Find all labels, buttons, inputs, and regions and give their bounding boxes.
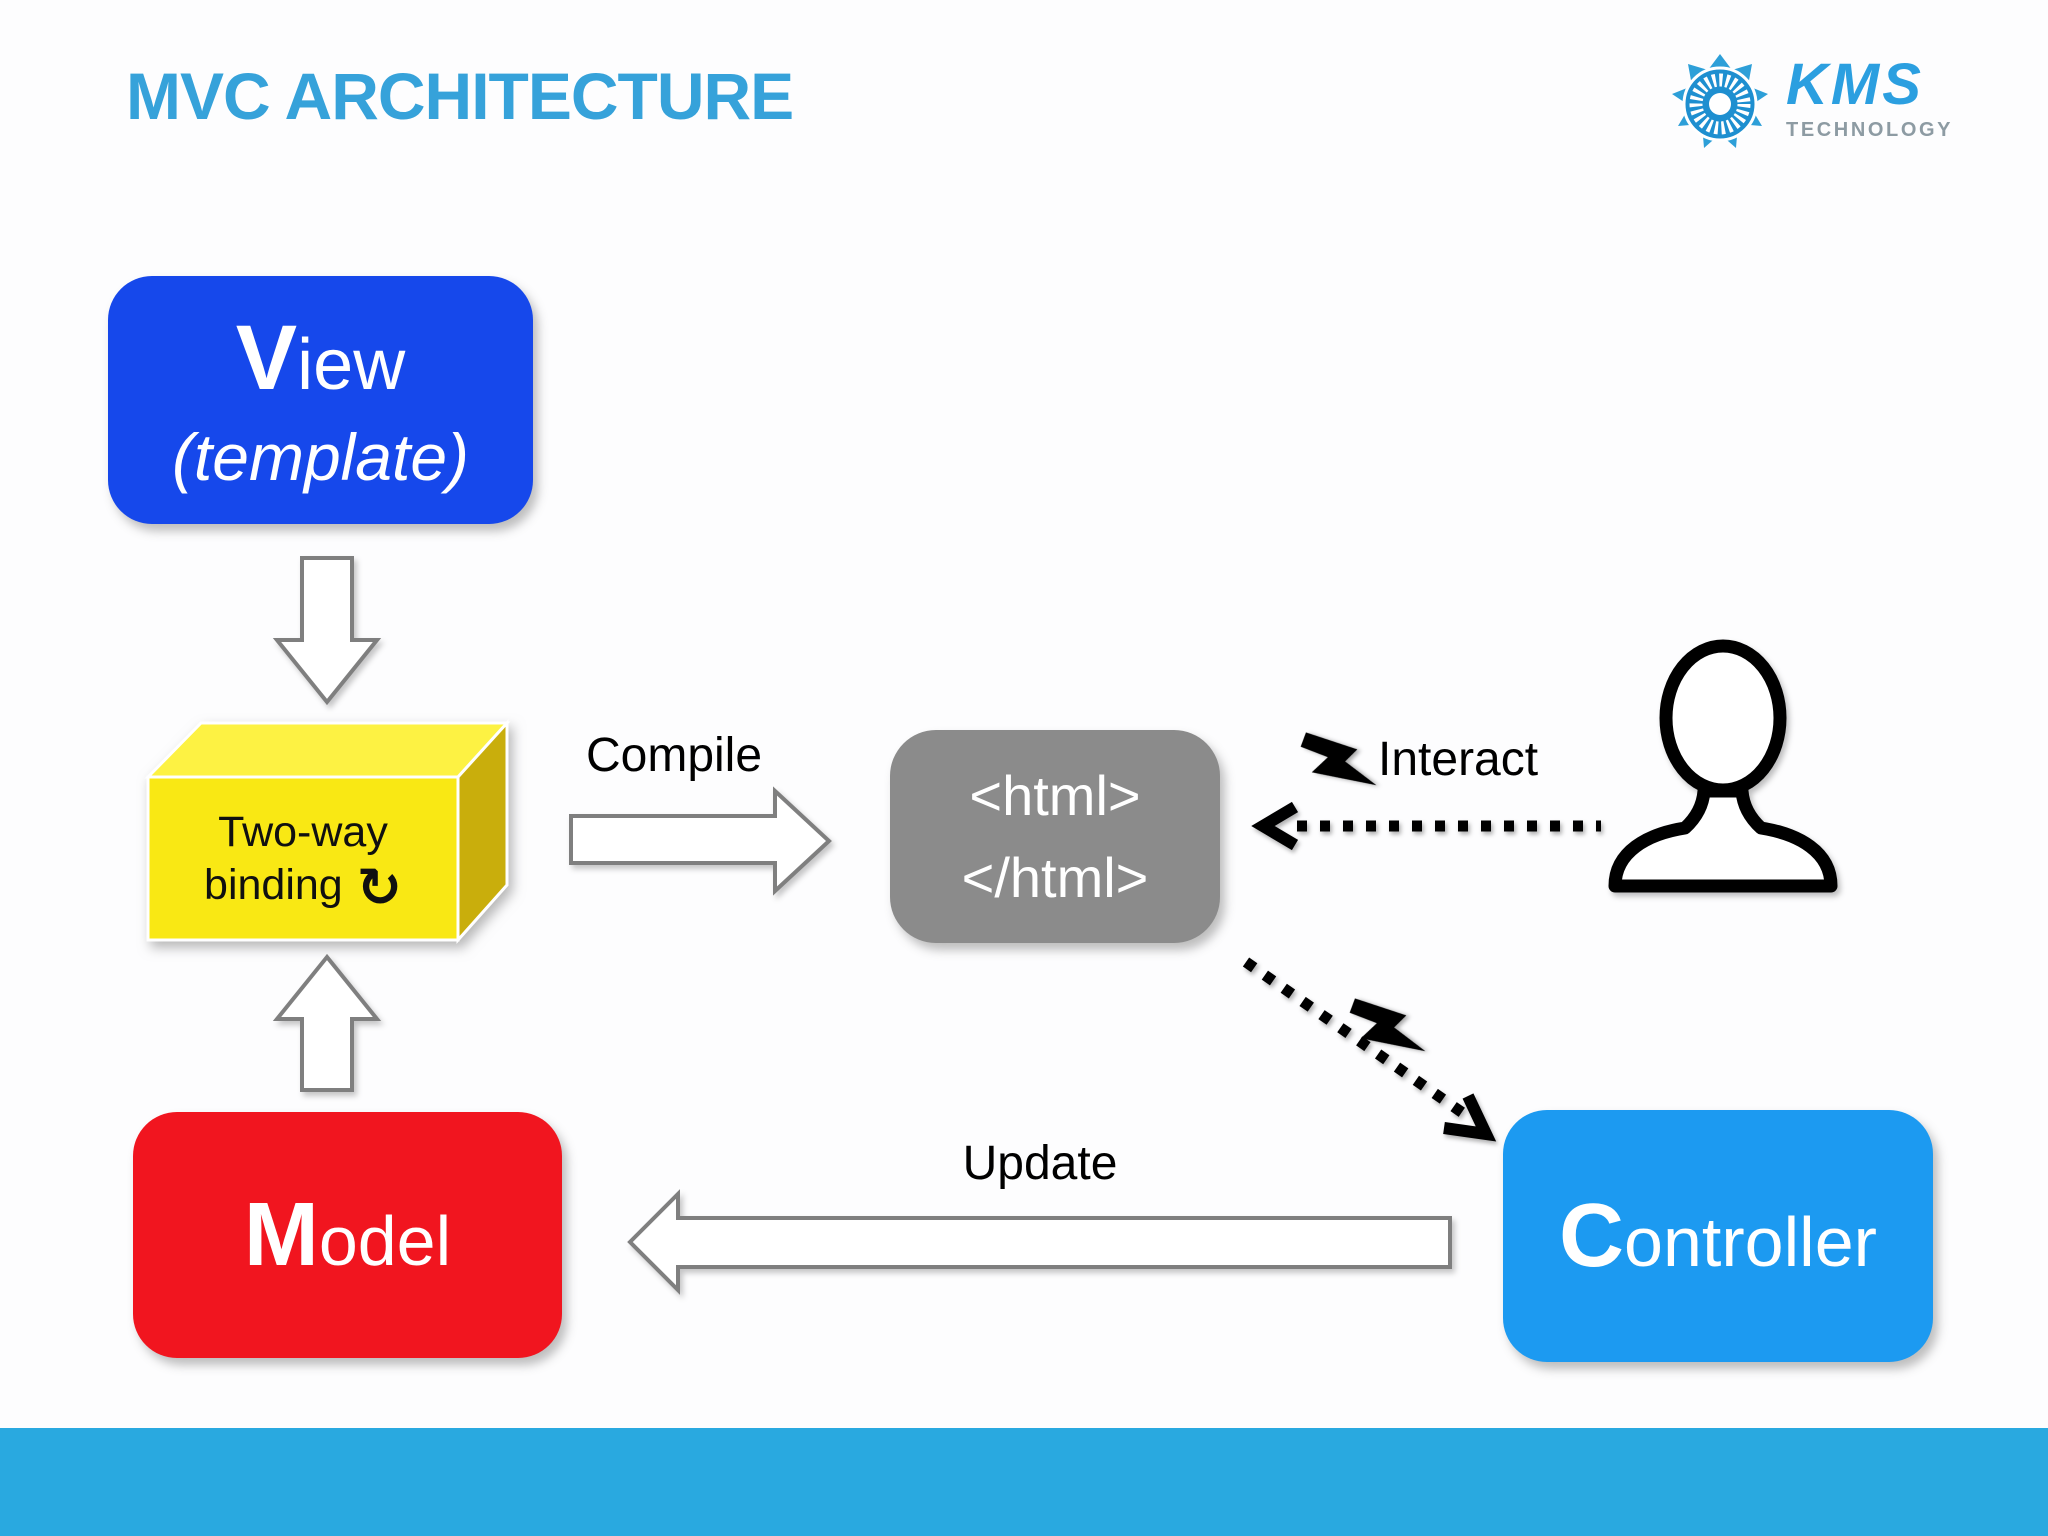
update-label: Update (962, 1137, 1118, 1190)
interact-label: Interact (1378, 733, 1539, 786)
page-title: MVC ARCHITECTURE (126, 59, 794, 133)
kms-logo-text: KMS TECHNOLOGY (1786, 52, 1954, 141)
view-node-rest: iew (297, 324, 406, 405)
interact-lightning-icon (1300, 732, 1377, 786)
interact-dotted-arrow-icon (1251, 801, 1601, 851)
binding-line2: binding (204, 861, 343, 909)
update-arrow-icon (627, 1189, 1452, 1295)
view-node-subtitle: (template) (171, 419, 470, 494)
user-silhouette-icon (1608, 639, 1838, 893)
html-node: <html> </html> (890, 730, 1220, 943)
html-node-line2: </html> (961, 845, 1149, 909)
refresh-icon: ↻ (356, 856, 402, 919)
binding-box-3d (144, 719, 511, 944)
compile-label: Compile (585, 729, 763, 782)
down-arrow-icon (272, 556, 382, 706)
model-node-rest: odel (318, 1201, 452, 1280)
controller-node-rest: ontroller (1624, 1202, 1877, 1281)
controller-node-initial: C (1559, 1185, 1625, 1286)
up-arrow-icon (272, 953, 382, 1092)
html-node-line1: <html> (969, 763, 1141, 827)
model-node-initial: M (243, 1184, 319, 1285)
binding-line1: Two-way (218, 808, 388, 856)
controller-lightning-icon (1349, 998, 1426, 1052)
binding-node-label: Two-way binding ↻ (148, 780, 458, 938)
compile-arrow-icon (569, 786, 832, 896)
footer-bar (0, 1428, 2048, 1536)
kms-logo-subtitle: TECHNOLOGY (1786, 119, 1954, 141)
kms-logo-star-icon (1672, 54, 1768, 148)
view-node-initial: V (235, 306, 298, 409)
controller-dotted-arrow-icon (1242, 957, 1497, 1142)
kms-logo-name: KMS (1786, 52, 1924, 117)
